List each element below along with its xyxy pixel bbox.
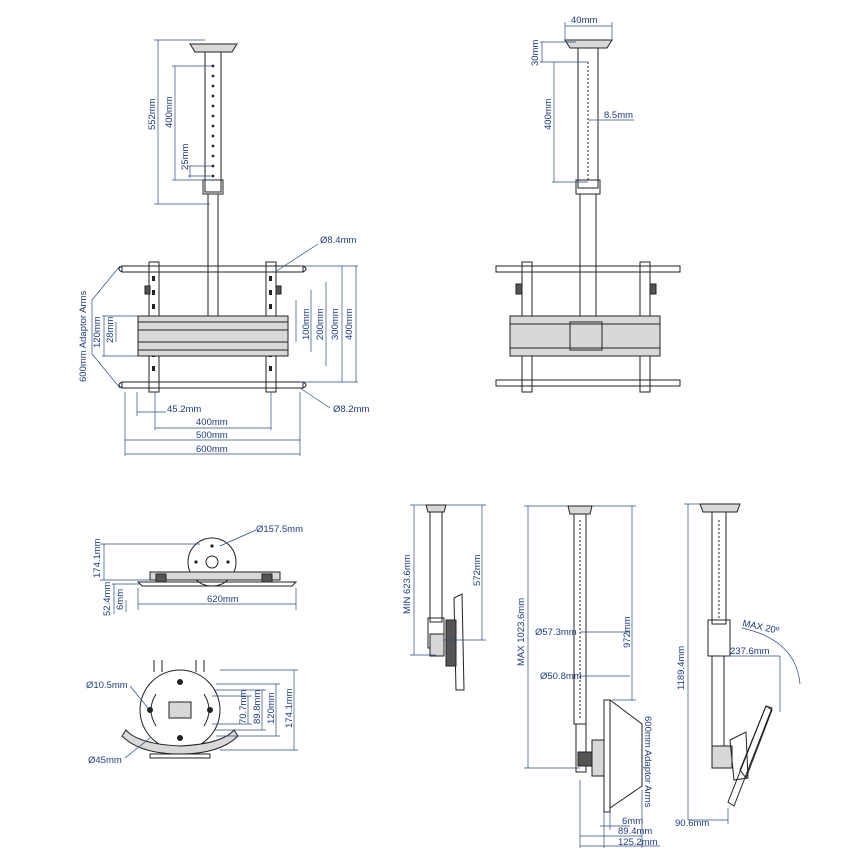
dim-6: 6mm: [115, 589, 126, 610]
dim-600-horizontal: 600mm: [196, 444, 228, 455]
tilt-arc: [741, 627, 801, 685]
bottom-adaptor-arm: [495, 379, 681, 387]
top-adaptor-arm: [495, 265, 681, 273]
dim-adaptor-arms: 600mm Adaptor Arms: [642, 716, 653, 808]
side-view-max: MAX 1023.6mm Ø57.3mm Ø50.8mm 972mm 600mm…: [516, 505, 660, 848]
dim-552: 552mm: [147, 98, 158, 130]
dim-d1575: Ø157.5mm: [256, 524, 303, 535]
dim-400-vertical: 400mm: [344, 308, 355, 340]
dim-85: 8.5mm: [604, 110, 633, 121]
dim-2376: 237.6mm: [730, 646, 770, 657]
tv-plate: [603, 699, 611, 813]
arm-ends-top: [118, 265, 307, 273]
upper-pole: [711, 511, 727, 625]
plate-side-view: Ø157.5mm 174.1mm 52.4mm 6mm 620mm: [92, 524, 303, 616]
dim-1252: 125.2mm: [618, 837, 658, 848]
plate-base: [149, 753, 211, 759]
side-view-min: MIN 623.6mm 572mm: [402, 504, 486, 691]
dim-620: 620mm: [207, 594, 239, 605]
dim-500-horizontal: 500mm: [196, 430, 228, 441]
dim-11894: 1189.4mm: [676, 646, 687, 690]
dim-30: 30mm: [530, 40, 541, 66]
mounting-block: [509, 315, 661, 357]
plate-base: [136, 581, 298, 587]
dim-906: 90.6mm: [675, 818, 709, 829]
center-bracket: [569, 321, 603, 351]
dim-400-horizontal: 400mm: [196, 417, 228, 428]
dim-400: 400mm: [164, 96, 175, 128]
knob-right: [649, 283, 657, 295]
ceiling-plate: [189, 43, 238, 53]
dim-adaptor-arms: 600mm Adaptor Arms: [78, 290, 89, 382]
dim-1741: 174.1mm: [92, 538, 103, 578]
dim-d105: Ø10.5mm: [86, 680, 128, 691]
dim-898: 89.8mm: [252, 690, 263, 724]
lower-pole: [575, 723, 587, 773]
rear-view: 40mm 30mm 400mm 8.5mm: [495, 15, 681, 393]
ceiling-plate: [567, 505, 593, 515]
ceiling-plate: [699, 503, 741, 513]
dim-572: 572mm: [472, 554, 483, 586]
front-view: 552mm 400mm 25mm Ø8.4mm 600mm Adaptor Ar…: [78, 39, 370, 456]
plate-bracket: [149, 571, 281, 581]
mounting-block: [137, 315, 289, 357]
pole-clamp: [707, 619, 731, 657]
knob-left: [515, 283, 523, 295]
lower-pole: [711, 655, 725, 751]
dim-300: 300mm: [330, 308, 341, 340]
lower-pole: [579, 193, 597, 325]
dim-524: 52.4mm: [102, 582, 113, 616]
dim-d84: Ø8.4mm: [320, 235, 357, 246]
dim-d82: Ø8.2mm: [333, 404, 370, 415]
dim-452: 45.2mm: [167, 404, 201, 415]
dim-6: 6mm: [622, 816, 643, 827]
adaptor-arm-outline: [609, 699, 643, 809]
dim-120: 120mm: [92, 316, 103, 348]
upper-pole: [577, 47, 599, 189]
knob-left: [144, 285, 151, 295]
ceiling-plate: [564, 39, 613, 49]
dim-120: 120mm: [266, 692, 277, 724]
knob-right: [275, 285, 282, 295]
plate-lip: [121, 729, 239, 755]
tilted-tv-plate: [739, 705, 773, 780]
dim-400: 400mm: [543, 98, 554, 130]
dim-972: 972mm: [622, 616, 633, 648]
dim-25: 25mm: [180, 144, 191, 170]
pole-holes: [211, 64, 215, 178]
dim-200: 200mm: [315, 308, 326, 340]
upper-pole: [429, 511, 443, 623]
tilt-bracket: [591, 739, 605, 777]
lower-pole: [207, 193, 219, 317]
dim-d573: Ø57.3mm: [535, 627, 577, 638]
upper-pole: [204, 51, 222, 193]
ceiling-plate: [425, 504, 447, 513]
tilt-bracket: [711, 745, 733, 769]
dim-100: 100mm: [301, 308, 312, 340]
dim-max: MAX 1023.6mm: [516, 598, 527, 666]
arm-ends-bottom: [118, 381, 307, 389]
dim-d508: Ø50.8mm: [540, 671, 582, 682]
dim-40: 40mm: [571, 15, 597, 26]
dim-d45: Ø45mm: [88, 755, 122, 766]
dim-28: 28mm: [105, 317, 116, 343]
dim-1741: 174.1mm: [284, 688, 295, 728]
dim-707: 70.7mm: [238, 690, 249, 724]
dim-894: 89.4mm: [618, 826, 652, 837]
tilt-bracket: [429, 633, 445, 657]
side-view-tilt: 1189.4mm MAX 20º 237.6mm 90.6mm: [675, 503, 801, 829]
center-square: [168, 701, 192, 719]
dim-min: MIN 623.6mm: [402, 554, 413, 614]
plate-top-view: Ø10.5mm 70.7mm 89.8mm 120mm 174.1mm Ø45m…: [86, 660, 298, 766]
